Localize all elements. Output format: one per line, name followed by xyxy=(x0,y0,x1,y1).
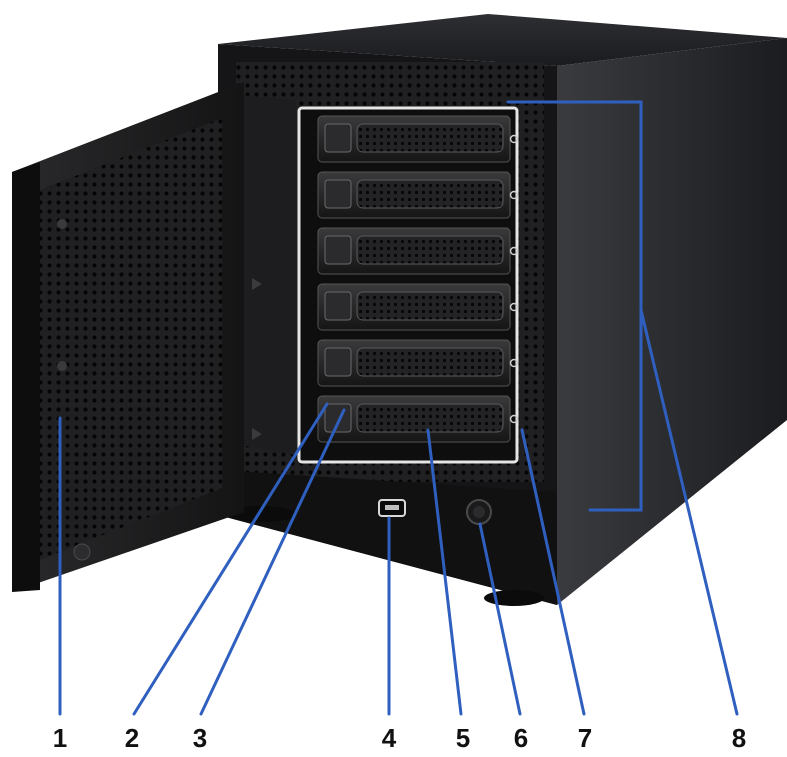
callout-1: 1 xyxy=(53,723,67,753)
tray-release-button[interactable] xyxy=(324,291,352,321)
leader-line-7 xyxy=(520,428,586,716)
foot-left xyxy=(228,506,296,522)
callout-4: 4 xyxy=(382,723,397,753)
drive-trays xyxy=(317,115,519,443)
callout-5: 5 xyxy=(456,723,470,753)
drive-tray[interactable] xyxy=(317,171,519,219)
door-edge xyxy=(12,162,40,592)
door-vent-grille xyxy=(40,118,222,560)
chassis-side-panel xyxy=(557,38,787,605)
callout-2: 2 xyxy=(125,723,139,753)
foot-right xyxy=(484,590,544,606)
callout-3: 3 xyxy=(193,723,207,753)
drive-tray[interactable] xyxy=(317,395,519,443)
drive-status-led xyxy=(509,246,519,256)
tray-release-button[interactable] xyxy=(324,179,352,209)
drive-status-led xyxy=(509,134,519,144)
leader-line-5 xyxy=(426,428,463,716)
bracket-8 xyxy=(506,100,643,512)
door-lock[interactable] xyxy=(73,543,91,561)
leader-line-2 xyxy=(132,402,329,716)
tray-release-button[interactable] xyxy=(324,403,352,433)
tray-release-button[interactable] xyxy=(324,347,352,377)
tray-release-button[interactable] xyxy=(324,123,352,153)
callout-8: 8 xyxy=(732,723,746,753)
drive-tray[interactable] xyxy=(317,115,519,163)
leader-line-8 xyxy=(639,308,739,716)
hinge-arrow-bottom xyxy=(252,428,262,440)
callout-6: 6 xyxy=(514,723,528,753)
drive-tray[interactable] xyxy=(317,339,519,387)
door-screw-middle xyxy=(57,361,67,371)
tray-release-button[interactable] xyxy=(324,235,352,265)
drive-tray[interactable] xyxy=(317,227,519,275)
hinge-panel xyxy=(240,95,296,455)
drive-status-led xyxy=(509,358,519,368)
power-button-inner xyxy=(473,506,485,518)
chassis-top xyxy=(218,14,787,66)
leader-line-3 xyxy=(199,408,346,716)
drive-tray[interactable] xyxy=(317,283,519,331)
drive-status-led xyxy=(509,414,519,424)
hinge-arrow-top xyxy=(252,278,262,290)
leader-line-6 xyxy=(478,522,522,716)
door-screw-top xyxy=(57,219,67,229)
callout-7: 7 xyxy=(578,723,592,753)
drive-status-led xyxy=(509,190,519,200)
drive-status-led xyxy=(509,302,519,312)
usb-port-tongue xyxy=(385,505,399,510)
leader-lines xyxy=(58,100,739,716)
callout-labels: 1 2 3 4 5 6 7 8 xyxy=(53,723,746,753)
